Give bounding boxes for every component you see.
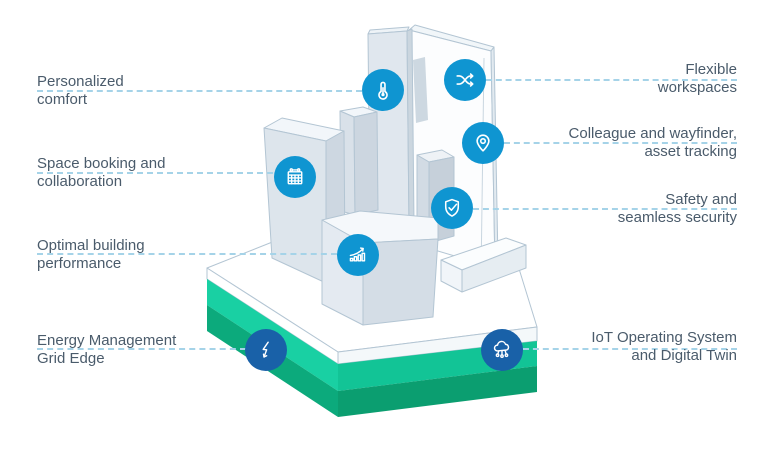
location-pin-icon bbox=[462, 122, 504, 164]
connector-dashed-line bbox=[37, 348, 246, 350]
thermometer-icon bbox=[362, 69, 404, 111]
connector-dashed-line bbox=[523, 348, 737, 350]
pedestal-right bbox=[440, 237, 527, 293]
shuffle-arrows-icon bbox=[444, 59, 486, 101]
feature-label-colleague-wayfinder: Colleague and wayfinder, asset tracking bbox=[569, 125, 737, 161]
label-line: IoT Operating System bbox=[591, 329, 737, 346]
label-line: Personalized bbox=[37, 73, 124, 90]
feature-label-iot-operating-system: IoT Operating System and Digital Twin bbox=[591, 329, 737, 365]
label-line: Colleague and wayfinder, bbox=[568, 125, 737, 142]
calendar-icon bbox=[274, 156, 316, 198]
connector-dashed-line bbox=[486, 79, 737, 81]
connector-dashed-line bbox=[37, 90, 362, 92]
label-line: Safety and bbox=[665, 191, 737, 208]
feature-label-safety-security: Safety and seamless security bbox=[618, 191, 737, 227]
feature-label-personalized-comfort: Personalized comfort bbox=[37, 73, 124, 109]
label-line: performance bbox=[37, 255, 122, 272]
label-line: Grid Edge bbox=[37, 350, 105, 367]
connector-dashed-line bbox=[473, 208, 737, 210]
iot-cloud-icon bbox=[481, 329, 523, 371]
connector-dashed-line bbox=[504, 142, 737, 144]
connector-dashed-line bbox=[37, 253, 337, 255]
feature-label-optimal-building: Optimal building performance bbox=[37, 237, 145, 273]
label-line: Energy Management bbox=[37, 332, 177, 349]
label-line: collaboration bbox=[37, 173, 123, 190]
label-line: Flexible bbox=[685, 61, 737, 78]
feature-label-energy-management: Energy Management Grid Edge bbox=[37, 332, 176, 368]
connector-dashed-line bbox=[37, 172, 273, 174]
feature-label-space-booking: Space booking and collaboration bbox=[37, 155, 165, 191]
label-line: Space booking and bbox=[37, 155, 166, 172]
label-line: seamless security bbox=[617, 209, 737, 226]
energy-bolt-icon bbox=[245, 329, 287, 371]
label-line: asset tracking bbox=[644, 143, 737, 160]
label-line: and Digital Twin bbox=[631, 347, 737, 364]
label-line: Optimal building bbox=[37, 237, 145, 254]
growth-chart-icon bbox=[337, 234, 379, 276]
pavilion-front bbox=[321, 210, 439, 326]
tower-middle bbox=[339, 106, 379, 216]
label-line: workspaces bbox=[657, 79, 737, 96]
shield-check-icon bbox=[431, 187, 473, 229]
window-band bbox=[413, 57, 428, 123]
feature-label-flexible-workspaces: Flexible workspaces bbox=[658, 61, 737, 97]
label-line: comfort bbox=[37, 91, 88, 108]
